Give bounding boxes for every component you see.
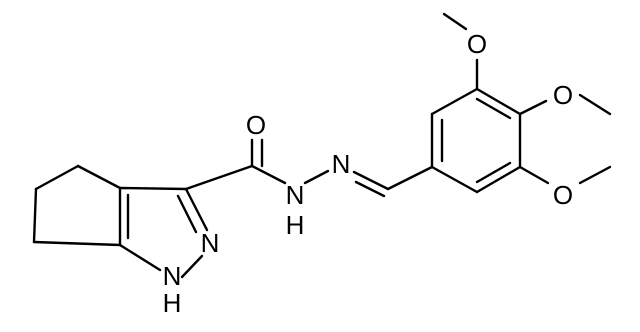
bond-ch-ring: [386, 165, 434, 191]
bond-ome-bottom-1: [518, 165, 550, 185]
bond-c3a-c3: [118, 186, 188, 191]
atom-n-imine: N: [332, 149, 351, 179]
atom-h-hydrazide: H: [286, 210, 305, 240]
atom-n-pyrazole: N: [201, 228, 220, 258]
bond-n-ch-double: [354, 180, 386, 198]
atom-o-methoxy-para: O: [553, 80, 573, 110]
bond-cp2: [34, 164, 80, 191]
bond-cp3: [32, 187, 38, 244]
bond-ar5-inner: [475, 161, 512, 184]
bond-ome-para-2: [578, 93, 612, 116]
bond-ome-top-2: [442, 12, 468, 31]
bond-ar2: [430, 87, 479, 116]
atom-o-methoxy-top: O: [467, 29, 487, 59]
atom-n-hydrazide: N: [286, 180, 305, 210]
bond-ome-para-1: [518, 99, 548, 116]
bond-n-ch: [352, 170, 390, 191]
bond-c3-n2-double: [176, 194, 198, 234]
bond-ar6: [430, 165, 479, 194]
bond-ar3: [475, 87, 522, 116]
atom-o-methoxy-bottom: O: [553, 180, 573, 210]
bond-c3-carbonyl: [184, 164, 254, 191]
bond-ome-bottom-2: [578, 165, 612, 185]
bond-ar3-inner: [475, 97, 512, 120]
bond-ar5: [475, 165, 522, 194]
atom-nh-pyrazole: N: [163, 261, 182, 291]
atom-o-carbonyl: O: [246, 110, 266, 140]
bond-carbonyl-nh: [250, 164, 287, 185]
bond-nh-n: [303, 169, 330, 185]
atom-h-pyrazole: H: [163, 288, 182, 318]
bond-c3-n2: [184, 187, 209, 232]
bond-cp4: [32, 240, 122, 247]
bond-cp1: [76, 164, 122, 190]
bond-n1-c6a: [118, 243, 162, 272]
bond-n2-n1: [180, 254, 204, 279]
